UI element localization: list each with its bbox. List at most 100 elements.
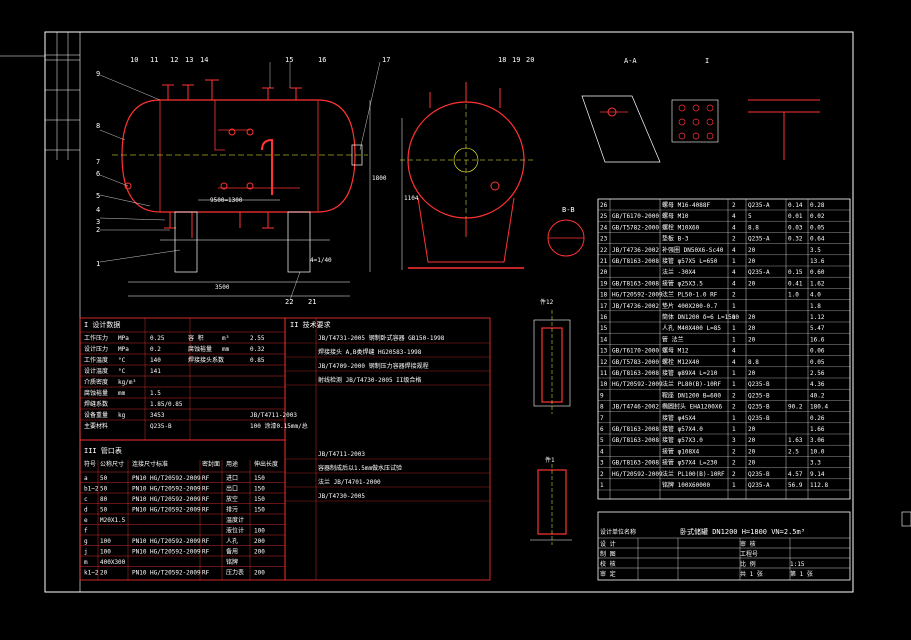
design-cell: 0.25 [150, 335, 165, 342]
title-block-cell: 设 计 [600, 540, 616, 548]
bom-cell: 24 [600, 224, 608, 231]
nozzle-cell: f [84, 528, 88, 535]
nozzle-cell: 排污 [226, 506, 238, 514]
nozzle-cell: RF [202, 507, 210, 514]
title-block-cell: 比 例 [740, 560, 756, 568]
bom-cell: 4 [732, 269, 736, 276]
nozzle-cell: 200 [254, 549, 265, 556]
bom-cell: GB/T8163-2008 [612, 280, 659, 287]
part-number: 5 [96, 192, 100, 200]
bom-cell: 20 [748, 336, 756, 343]
part-number: 1 [96, 260, 100, 268]
view-label: 件12 [540, 298, 554, 306]
bom-cell: 20 [748, 437, 756, 444]
bom-cell: 螺母 M10 [662, 212, 689, 220]
bom-cell: 4 [732, 348, 736, 355]
bom-cell: 1 [732, 258, 736, 265]
bom-cell: 4.36 [810, 381, 825, 388]
nozzle-cell: PN10 HG/T20592-2009 [132, 486, 201, 493]
bom-cell: 40.2 [810, 392, 825, 399]
spec-line: 焊接接头 A,B类焊缝 HG20583-1998 [318, 348, 422, 356]
part-number: 14 [200, 56, 208, 64]
bom-cell: 法兰 PL80(B)-10RF [662, 380, 721, 388]
bom-cell: 7 [600, 415, 604, 422]
nozzle-cell: 备用 [226, 548, 238, 556]
design-cell: 1.85/0.85 [150, 401, 183, 408]
title-block-cell: 审 核 [740, 540, 756, 548]
bom-cell: 螺栓 M12X40 [662, 358, 700, 366]
design-cell: kg [118, 412, 126, 419]
nozzle-cell: M20X1.5 [100, 517, 126, 524]
dimension-label: 1800 [372, 175, 387, 182]
bom-cell: 1 [732, 303, 736, 310]
nozzle-cell: g [84, 538, 88, 545]
nozzle-cell: RF [202, 475, 210, 482]
bom-cell: 1.0 [788, 292, 799, 299]
nozzle-cell: PN10 HG/T20592-2009 [132, 549, 201, 556]
bom-cell: 1 [732, 314, 736, 321]
dimension-label: 1104 [404, 195, 419, 202]
nozzle-cell: b1~2 [84, 486, 99, 493]
bom-cell: Q235-A [748, 236, 770, 243]
bom-cell: 垫板 B-3 [662, 235, 689, 243]
bom-cell: HG/T20592-2009 [612, 471, 663, 478]
bom-cell: 铭牌 100X60000 [662, 481, 711, 489]
nozzle-cell: 200 [254, 570, 265, 577]
table-frame [284, 317, 491, 581]
detail-views [530, 95, 820, 545]
nozzle-cell: 100 [100, 538, 111, 545]
bom-cell: JB/T4746-2002 [612, 404, 659, 411]
bom-cell: 2 [732, 292, 736, 299]
bom-cell: 接管 φ57X4 L=230 [662, 459, 718, 467]
bom-cell: 4 [732, 224, 736, 231]
spec-line: JB/T4711-2003 [318, 451, 365, 458]
bom-cell: 2 [600, 471, 604, 478]
bom-cell: 4 [732, 280, 736, 287]
nozzle-cell: 200 [254, 538, 265, 545]
revision-strip [45, 32, 80, 160]
nozzle-header: 用途 [226, 460, 238, 468]
bom-cell: 0.03 [788, 224, 803, 231]
bom-cell: 法兰 PL50-1.0 RF [662, 291, 718, 299]
bom-cell: 2.56 [810, 370, 825, 377]
bom-cell: 3.3 [810, 460, 821, 467]
nozzle-cell: 进口 [226, 474, 238, 482]
design-cell: MPa [118, 335, 129, 342]
bom-cell: 12 [600, 359, 608, 366]
design-cell: 140 [150, 357, 161, 364]
design-cell: 0.2 [150, 346, 161, 353]
bom-cell: 补强圈 DN50X6-Sc40 [662, 246, 724, 254]
title-block-cell: 校 核 [600, 560, 616, 568]
view-label: B-B [562, 206, 575, 214]
bom-cell: Q235-B [748, 392, 770, 399]
spec-line: JB/T4731-2005 钢制卧式容器 GB150-1998 [318, 334, 445, 342]
bom-cell: 0.02 [810, 213, 825, 220]
design-cell: 设备重量 [84, 411, 108, 419]
design-cell: mm [118, 390, 126, 397]
design-cell: 1.5 [150, 390, 161, 397]
nozzle-cell: RF [202, 538, 210, 545]
bom-cell: 垫片 400X200-0.7 [662, 302, 718, 310]
part-number: 18 [498, 56, 506, 64]
bom-cell: 20 [748, 426, 756, 433]
part-number: 17 [382, 56, 390, 64]
bom-cell: 9.14 [810, 471, 825, 478]
bom-cell: 螺母 M16-4088F [662, 201, 711, 209]
nozzle-cell: 出口 [226, 485, 238, 493]
bom-cell: 11 [600, 370, 608, 377]
bom-cell: 管 法兰 [662, 335, 684, 343]
bom-cell: 接管 φ57X3.0 [662, 436, 703, 444]
bom-cell: GB/T8163-2008 [612, 258, 659, 265]
bom-cell: 20 [600, 269, 608, 276]
part-number: 19 [512, 56, 520, 64]
nozzle-cell: 150 [254, 496, 265, 503]
bom-cell: 0.26 [810, 415, 825, 422]
bom-cell: 13 [600, 348, 608, 355]
bom-cell: 20 [748, 460, 756, 467]
bom-cell: 0.28 [810, 202, 825, 209]
design-cell: kg/m³ [118, 379, 136, 386]
design-cell: °C [118, 368, 126, 375]
nozzle-cell: k1~2 [84, 570, 99, 577]
